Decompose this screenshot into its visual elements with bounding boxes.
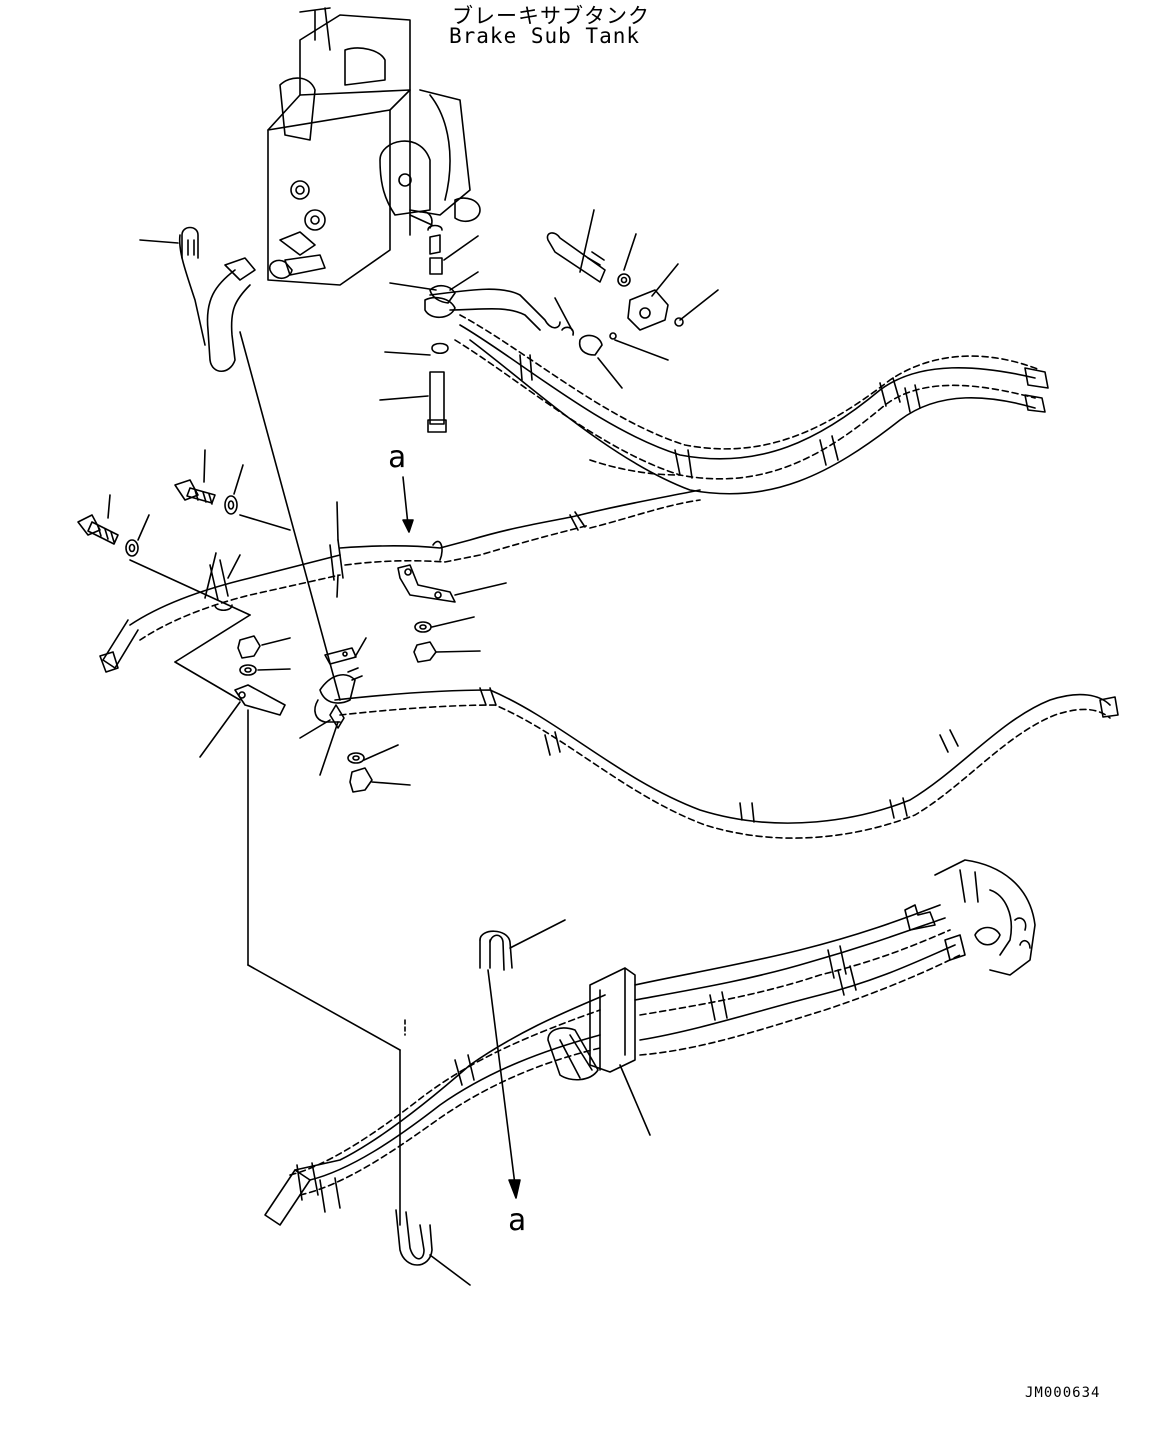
upper-fittings	[424, 232, 684, 433]
brake-sub-tank-title-jp: ブレーキサブタンク	[452, 4, 650, 28]
middle-bracket	[199, 564, 507, 793]
callout-a-bottom: a	[508, 1203, 527, 1238]
lower-hose	[299, 667, 1119, 839]
drawing-id: JM000634	[1025, 1385, 1101, 1401]
leader-lines-upper	[379, 209, 719, 401]
frame-assembly	[264, 859, 1036, 1226]
arrow-a-top	[402, 476, 414, 533]
bolts-left	[77, 449, 339, 599]
brake-sub-tank-title-en: Brake Sub Tank	[449, 24, 641, 48]
brake-sub-tank	[224, 7, 481, 286]
callout-a-top: a	[388, 440, 407, 475]
reference-lines	[129, 331, 406, 1226]
middle-hose	[99, 489, 701, 673]
upper-return-pipe	[139, 226, 251, 373]
upper-hose-bundle	[429, 288, 1049, 495]
u-bolt-lower	[395, 919, 566, 1286]
